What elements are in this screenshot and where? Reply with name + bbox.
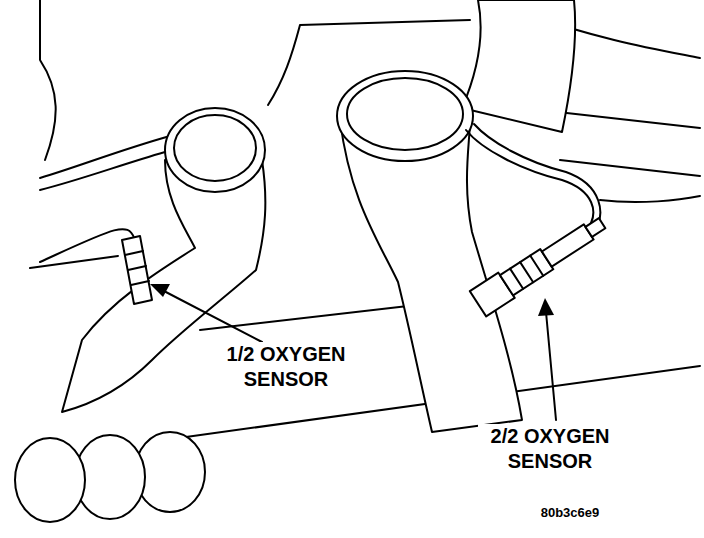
catalyst-outline xyxy=(40,152,165,190)
oxygen-sensor xyxy=(510,256,543,289)
oxygen-sensor xyxy=(122,236,152,304)
leader-arrowhead xyxy=(150,284,170,297)
pipe-flange xyxy=(165,108,265,192)
leader-line xyxy=(546,312,556,420)
pipe-flange xyxy=(337,71,473,161)
leader-arrowhead xyxy=(538,298,554,316)
driveshaft-boot xyxy=(15,438,85,522)
bracket-line xyxy=(30,256,118,268)
body-edge xyxy=(600,196,700,202)
part-label: 2/2 OXYGEN SENSOR xyxy=(478,424,622,474)
figure-code-text: 80b3c6e9 xyxy=(539,505,602,521)
exhaust-pipe xyxy=(462,0,575,132)
oxygen-sensor xyxy=(585,218,605,237)
part-label-text: 1/2 OXYGEN SENSOR xyxy=(214,342,358,392)
part-label-text: 2/2 OXYGEN SENSOR xyxy=(478,424,622,474)
pipe-flange xyxy=(174,115,256,181)
sensor-wire xyxy=(40,229,134,262)
oxygen-sensor xyxy=(542,224,594,266)
body-edge xyxy=(560,160,700,176)
oxygen-sensor xyxy=(125,251,149,285)
figure-code: 80b3c6e9 xyxy=(520,503,620,521)
leader-line xyxy=(162,290,262,342)
pipe-flange xyxy=(347,78,463,150)
part-label: 1/2 OXYGEN SENSOR xyxy=(214,342,358,392)
sensor-wire xyxy=(474,124,600,238)
body-edge xyxy=(40,0,56,160)
sensor-wire xyxy=(466,130,593,232)
exhaust-pipe xyxy=(340,120,522,432)
